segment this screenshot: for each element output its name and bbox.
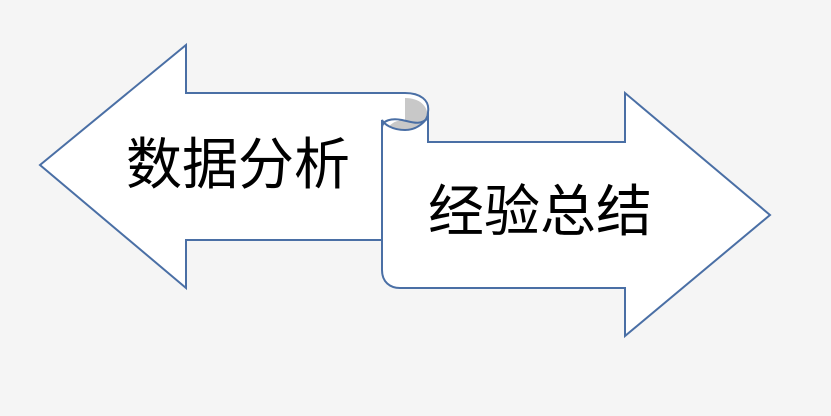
- left-arrow-label: 数据分析: [126, 133, 350, 198]
- right-arrow-label: 经验总结: [428, 180, 652, 245]
- ribbon-fold-curl: [381, 117, 429, 142]
